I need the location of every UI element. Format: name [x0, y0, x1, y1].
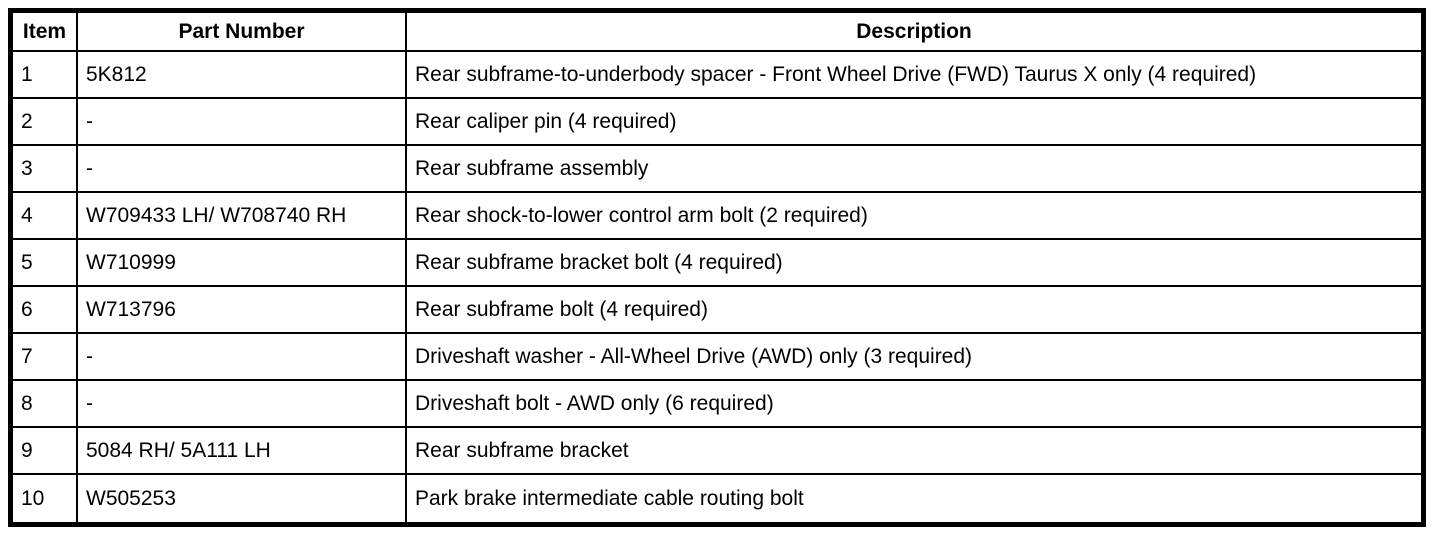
part-number-cell: -	[78, 381, 407, 428]
part-number-cell: -	[78, 334, 407, 381]
header-row: Item Part Number Description	[13, 13, 1421, 52]
part-number-cell: W709433 LH/ W708740 RH	[78, 193, 407, 240]
item-cell: 1	[13, 52, 78, 99]
part-number-cell: -	[78, 99, 407, 146]
table-row: 2-Rear caliper pin (4 required)	[13, 99, 1421, 146]
column-header-description: Description	[407, 13, 1421, 52]
description-cell: Rear subframe assembly	[407, 146, 1421, 193]
column-header-item: Item	[13, 13, 78, 52]
item-cell: 2	[13, 99, 78, 146]
description-cell: Park brake intermediate cable routing bo…	[415, 486, 804, 510]
part-number-cell: -	[78, 146, 407, 193]
part-number-cell: W713796	[78, 287, 407, 334]
item-cell: 6	[13, 287, 78, 334]
table-row: 8-Driveshaft bolt - AWD only (6 required…	[13, 381, 1421, 428]
item-cell: 10	[13, 475, 78, 522]
column-header-part-number: Part Number	[78, 13, 407, 52]
description-cell: Rear subframe bracket	[407, 428, 1421, 475]
table-row: 7-Driveshaft washer - All-Wheel Drive (A…	[13, 334, 1421, 381]
item-cell: 7	[13, 334, 78, 381]
item-cell: 3	[13, 146, 78, 193]
part-number-cell: W710999	[78, 240, 407, 287]
description-cell: Driveshaft bolt - AWD only (6 required)	[407, 381, 1421, 428]
table-row: 3-Rear subframe assembly	[13, 146, 1421, 193]
description-cell: Rear shock-to-lower control arm bolt (2 …	[407, 193, 1421, 240]
item-cell: 8	[13, 381, 78, 428]
item-cell: 5	[13, 240, 78, 287]
item-cell: 9	[13, 428, 78, 475]
part-number-cell: W505253	[78, 475, 407, 522]
description-cell: Rear subframe-to-underbody spacer - Fron…	[407, 52, 1421, 99]
part-number-cell: 5084 RH/ 5A111 LH	[78, 428, 407, 475]
description-cell: Driveshaft washer - All-Wheel Drive (AWD…	[407, 334, 1421, 381]
description-cell: Rear subframe bolt (4 required)	[407, 287, 1421, 334]
description-cell: Rear caliper pin (4 required)	[407, 99, 1421, 146]
item-cell: 4	[13, 193, 78, 240]
description-cell: Rear subframe bracket bolt (4 required)	[407, 240, 1421, 287]
part-number-cell: 5K812	[78, 52, 407, 99]
